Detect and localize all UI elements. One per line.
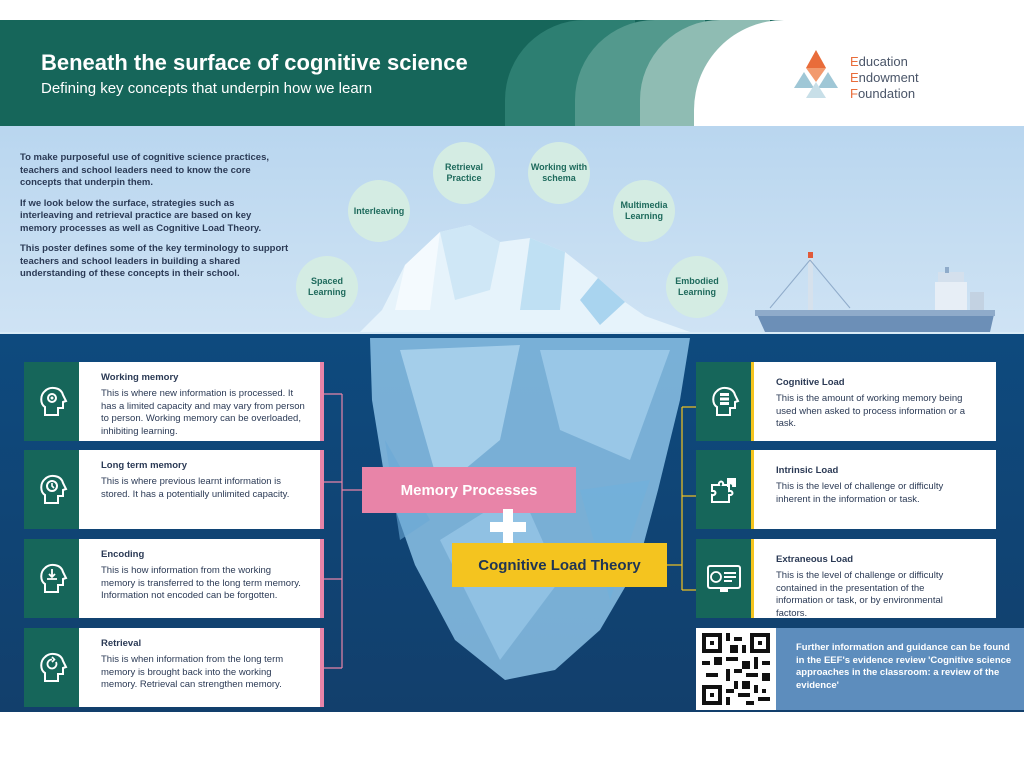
head-clock-icon [24,450,79,529]
bubble-working-with-schema: Working with schema [528,142,590,204]
card-accent [320,450,324,529]
intro-paragraph: To make purposeful use of cognitive scie… [20,152,270,188]
card-encoding: Encoding This is how information from th… [24,539,324,618]
card-body: This is the level of challenge or diffic… [776,481,944,505]
page-subtitle: Defining key concepts that underpin how … [41,80,373,97]
further-info-text: Further information and guidance can be … [796,642,1012,691]
card-retrieval: Retrieval This is when information from … [24,628,324,707]
logo-panel [694,20,1024,126]
intro-paragraph: This poster defines some of the key term… [20,243,289,279]
card-body: This is the amount of working memory bei… [776,393,966,429]
card-cognitive-load: Cognitive Load This is the amount of wor… [696,362,996,441]
intro-paragraph: If we look below the surface, strategies… [20,197,262,234]
card-accent [320,362,324,441]
card-accent [320,628,324,707]
head-gears-icon [24,362,79,441]
card-body: This is the level of challenge or diffic… [776,570,944,619]
logo-line: Endowment [850,70,919,85]
further-info-panel: Further information and guidance can be … [696,628,1024,710]
card-body: This is how information from the working… [101,565,301,601]
cognitive-load-theory-label: Cognitive Load Theory [452,543,667,587]
card-accent [751,450,754,529]
card-title: Long term memory [101,460,188,471]
card-title: Encoding [101,549,145,560]
card-body: This is when information from the long t… [101,654,284,690]
presentation-screen-icon [696,539,751,618]
card-accent [751,362,754,441]
card-accent [320,539,324,618]
card-long-term-memory: Long term memory This is where previous … [24,450,324,529]
head-layers-icon [696,362,751,441]
card-title: Extraneous Load [776,554,854,565]
card-title: Retrieval [101,638,142,649]
card-body: This is where new information is process… [101,388,305,437]
bubble-retrieval-practice: Retrieval Practice [433,142,495,204]
card-title: Working memory [101,372,179,383]
header: Beneath the surface of cognitive science… [0,20,1024,126]
intro-text: To make purposeful use of cognitive scie… [20,152,290,289]
page-title: Beneath the surface of cognitive science [41,50,468,75]
card-working-memory: Working memory This is where new informa… [24,362,324,441]
puzzle-icon [696,450,751,529]
card-title: Cognitive Load [776,377,845,388]
plus-icon [490,509,526,545]
poster: Beneath the surface of cognitive science… [0,20,1024,712]
memory-processes-label: Memory Processes [362,467,576,513]
qr-code-icon[interactable] [696,628,776,710]
card-title: Intrinsic Load [776,465,839,476]
eef-logo-icon [794,50,838,98]
card-body: This is where previous learnt informatio… [101,476,290,500]
logo-line: Education [850,54,908,69]
head-download-icon [24,539,79,618]
bubble-embodied-learning: Embodied Learning [666,256,728,318]
head-refresh-icon [24,628,79,707]
bubble-interleaving: Interleaving [348,180,410,242]
card-extraneous-load: Extraneous Load This is the level of cha… [696,539,996,619]
card-accent [751,539,754,618]
ship-icon [755,252,995,332]
bubble-spaced-learning: Spaced Learning [296,256,358,318]
logo-line: Foundation [850,86,916,101]
card-intrinsic-load: Intrinsic Load This is the level of chal… [696,450,996,529]
eef-logo-text: Education Endowment Foundation [850,54,919,102]
bubble-multimedia-learning: Multimedia Learning [613,180,675,242]
